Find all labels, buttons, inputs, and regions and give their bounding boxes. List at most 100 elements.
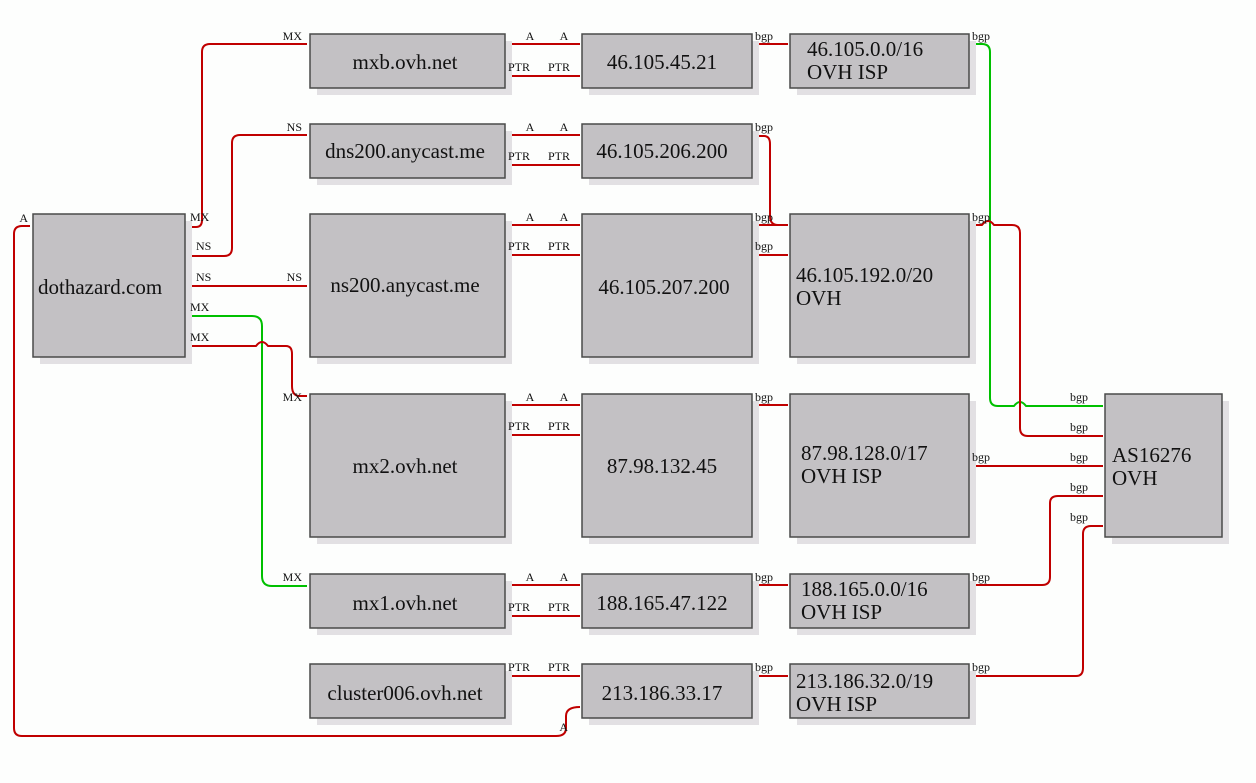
- edge-tail-label: PTR: [508, 600, 530, 614]
- node-box: [309, 123, 506, 179]
- node-label: 87.98.128.0/17: [801, 441, 928, 465]
- edge-head-label: PTR: [548, 419, 570, 433]
- edge-tail-label: A: [526, 570, 535, 584]
- edge-net-188-165-0-0-to-as16276[interactable]: [972, 495, 1103, 586]
- node-label: 188.165.0.0/16: [801, 577, 928, 601]
- edge-head-label: PTR: [548, 239, 570, 253]
- node-box: [789, 213, 970, 358]
- edge-tail-label: NS: [196, 270, 211, 284]
- edge-tail-label: bgp: [755, 29, 773, 43]
- node-box: [789, 663, 970, 719]
- node-mx1[interactable]: mx1.ovh.net: [309, 573, 512, 635]
- edge-head-label: bgp: [1070, 450, 1088, 464]
- node-mx2[interactable]: mx2.ovh.net: [309, 393, 512, 544]
- node-cluster006[interactable]: cluster006.ovh.net: [309, 663, 512, 725]
- edge-tail-label: bgp: [755, 239, 773, 253]
- edge-dothazard-to-dns200[interactable]: [188, 134, 307, 257]
- node-box: [309, 33, 506, 89]
- edges-layer: [13, 43, 1103, 737]
- node-box: [309, 663, 506, 719]
- node-ns200[interactable]: ns200.anycast.me: [309, 213, 512, 364]
- node-label: cluster006.ovh.net: [327, 681, 482, 705]
- edge-tail-label: bgp: [755, 570, 773, 584]
- edge-head-label: PTR: [548, 60, 570, 74]
- node-box: [32, 213, 186, 358]
- edge-head-label: bgp: [1070, 390, 1088, 404]
- node-box: [789, 33, 970, 89]
- edge-head-label: MX: [283, 390, 303, 404]
- edge-tail-label: A: [526, 29, 535, 43]
- node-ip-87-98-132-45[interactable]: 87.98.132.45: [581, 393, 759, 544]
- edge-dothazard-to-ip-213-186-33-17[interactable]: [13, 225, 581, 737]
- edge-head-label: NS: [287, 270, 302, 284]
- node-label: 87.98.132.45: [607, 454, 717, 478]
- edge-head-label: bgp: [1070, 420, 1088, 434]
- edge-tail-label: A: [19, 211, 28, 225]
- node-box: [309, 573, 506, 629]
- edge-head-label: PTR: [548, 660, 570, 674]
- edge-tail-label: bgp: [755, 210, 773, 224]
- node-label: 213.186.32.0/19: [796, 669, 933, 693]
- edge-net-46-105-0-0-to-as16276[interactable]: [972, 43, 1103, 407]
- node-mxb[interactable]: mxb.ovh.net: [309, 33, 512, 95]
- node-sublabel: OVH ISP: [801, 600, 882, 624]
- node-dothazard[interactable]: dothazard.com: [32, 213, 192, 364]
- edge-head-label: PTR: [548, 600, 570, 614]
- edge-head-label: MX: [283, 570, 303, 584]
- edge-head-label: bgp: [1070, 480, 1088, 494]
- node-label: mx1.ovh.net: [353, 591, 458, 615]
- node-dns200[interactable]: dns200.anycast.me: [309, 123, 512, 185]
- node-ip-213-186-33-17[interactable]: 213.186.33.17: [581, 663, 759, 725]
- edge-tail-label: bgp: [972, 450, 990, 464]
- edge-tail-label: MX: [190, 300, 210, 314]
- edge-tail-label: MX: [190, 210, 210, 224]
- edge-tail-label: PTR: [508, 149, 530, 163]
- node-box: [1104, 393, 1223, 538]
- node-ip-46-105-207-200[interactable]: 46.105.207.200: [581, 213, 759, 364]
- edge-tail-label: PTR: [508, 419, 530, 433]
- edge-net-213-186-32-0-to-as16276[interactable]: [972, 525, 1103, 677]
- edge-head-label: A: [560, 390, 569, 404]
- edge-tail-label: bgp: [972, 660, 990, 674]
- node-box: [309, 393, 506, 538]
- edge-tail-label: MX: [190, 330, 210, 344]
- node-label: dns200.anycast.me: [325, 139, 485, 163]
- node-ip-188-165-47-122[interactable]: 188.165.47.122: [581, 573, 759, 635]
- node-label: 46.105.0.0/16: [807, 37, 923, 61]
- edge-head-label: A: [559, 720, 568, 734]
- edge-tail-label: bgp: [755, 660, 773, 674]
- edge-head-label: A: [560, 120, 569, 134]
- node-box: [581, 123, 753, 179]
- edge-tail-label: bgp: [972, 210, 990, 224]
- edge-tail-label: A: [526, 120, 535, 134]
- edge-head-label: A: [560, 210, 569, 224]
- node-label: mx2.ovh.net: [353, 454, 458, 478]
- edge-dothazard-to-mx2[interactable]: [188, 341, 307, 397]
- node-ip-46-105-45-21[interactable]: 46.105.45.21: [581, 33, 759, 95]
- node-box: [789, 393, 970, 538]
- node-box: [581, 213, 753, 358]
- edge-tail-label: bgp: [972, 570, 990, 584]
- edge-tail-label: bgp: [755, 390, 773, 404]
- node-sublabel: OVH: [796, 286, 842, 310]
- edge-head-label: A: [560, 29, 569, 43]
- edge-head-label: NS: [287, 120, 302, 134]
- node-sublabel: OVH: [1112, 466, 1158, 490]
- node-box: [581, 393, 753, 538]
- node-label: 46.105.45.21: [607, 50, 717, 74]
- edge-head-label: MX: [283, 29, 303, 43]
- edge-head-label: PTR: [548, 149, 570, 163]
- edge-net-46-105-192-0-to-as16276[interactable]: [972, 220, 1103, 437]
- edge-dothazard-to-mx1[interactable]: [188, 315, 307, 587]
- node-ip-46-105-206-200[interactable]: 46.105.206.200: [581, 123, 759, 185]
- edge-dothazard-to-mxb[interactable]: [188, 43, 307, 228]
- node-label: ns200.anycast.me: [330, 273, 479, 297]
- node-label: dothazard.com: [38, 275, 162, 299]
